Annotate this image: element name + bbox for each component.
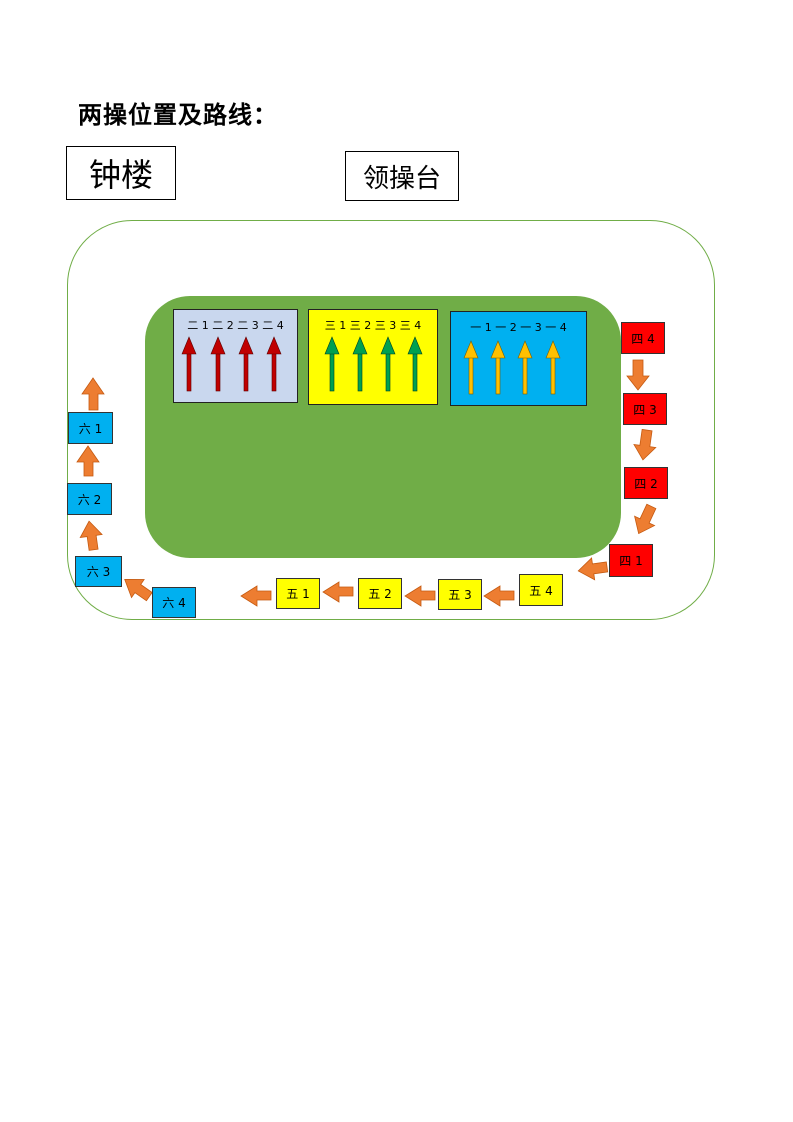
group-grade-3: 三 1 三 2 三 3 三 4: [308, 309, 438, 405]
up-arrow-icon: [352, 336, 368, 392]
route-marker-liu4: 六 4: [152, 587, 196, 618]
route-marker-wu4: 五 4: [519, 574, 563, 606]
left-arrow-icon: [404, 585, 436, 607]
route-marker-liu2: 六 2: [67, 483, 112, 515]
route-marker-liu3: 六 3: [75, 556, 122, 587]
up-arrow-icon: [81, 377, 105, 411]
group-grade-1-arrows: [463, 340, 561, 395]
down-arrow-icon: [633, 428, 657, 461]
up-arrow-icon: [266, 336, 282, 392]
left-arrow-icon: [577, 557, 609, 581]
left-arrow-icon: [240, 585, 272, 607]
down-arrow-icon: [634, 503, 657, 535]
up-arrow-icon: [517, 340, 533, 395]
route-marker-si2: 四 2: [624, 467, 668, 499]
up-arrow-icon: [463, 340, 479, 395]
left-arrow-icon: [322, 581, 354, 603]
group-grade-3-label: 三 1 三 2 三 3 三 4: [324, 319, 422, 332]
up-arrow-icon: [324, 336, 340, 392]
group-grade-2-label: 二 1 二 2 二 3 二 4: [187, 319, 284, 332]
running-track: [67, 220, 715, 620]
up-arrow-icon: [76, 445, 100, 477]
route-marker-wu3: 五 3: [438, 579, 482, 610]
group-grade-2-arrows: [181, 336, 282, 392]
up-arrow-icon: [490, 340, 506, 395]
stage-label: 领操台: [345, 151, 459, 201]
left-arrow-icon: [483, 585, 515, 607]
up-left-arrow-icon: [124, 578, 153, 602]
group-grade-3-arrows: [324, 336, 423, 392]
up-arrow-icon: [545, 340, 561, 395]
group-grade-1: 一 1 一 2 一 3 一 4: [450, 311, 587, 406]
group-grade-1-label: 一 1 一 2 一 3 一 4: [470, 321, 567, 334]
route-marker-liu1: 六 1: [68, 412, 113, 444]
up-arrow-icon: [238, 336, 254, 392]
route-marker-wu1: 五 1: [276, 578, 320, 609]
up-arrow-icon: [181, 336, 197, 392]
clock-tower-label: 钟楼: [66, 146, 176, 200]
route-marker-si1: 四 1: [609, 544, 653, 577]
up-arrow-icon: [407, 336, 423, 392]
up-arrow-icon: [79, 520, 103, 551]
down-arrow-icon: [626, 359, 650, 391]
route-marker-si3: 四 3: [623, 393, 667, 425]
up-arrow-icon: [380, 336, 396, 392]
route-marker-si4: 四 4: [621, 322, 665, 354]
up-arrow-icon: [210, 336, 226, 392]
group-grade-2: 二 1 二 2 二 3 二 4: [173, 309, 298, 403]
route-marker-wu2: 五 2: [358, 578, 402, 609]
page-title: 两操位置及路线：: [78, 101, 278, 129]
